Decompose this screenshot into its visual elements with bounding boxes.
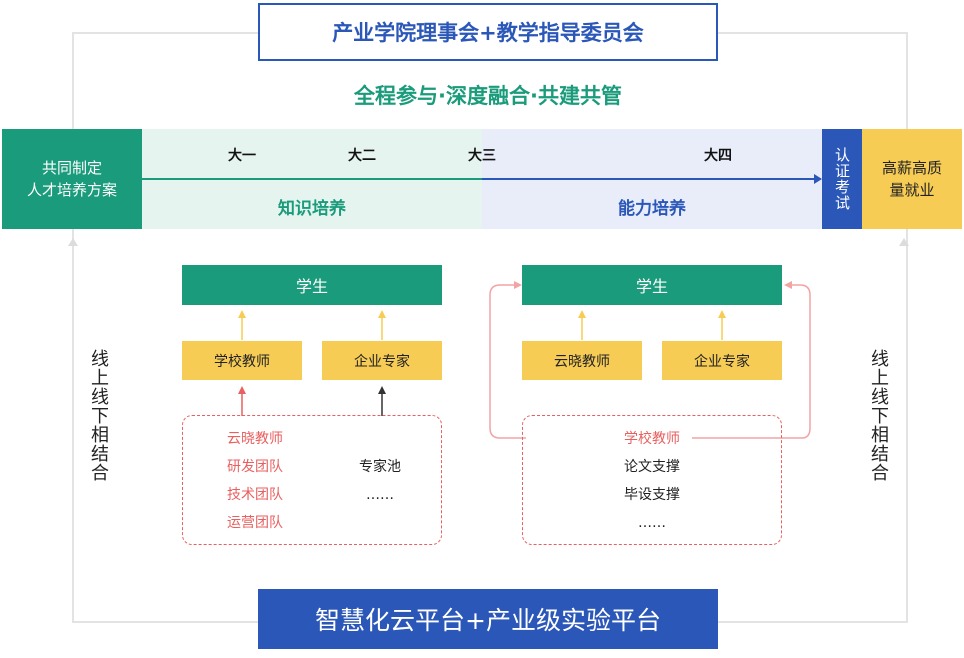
right-student-label: 学生 [635,277,668,296]
left-student-label: 学生 [295,277,328,296]
left-red-item: 研发团队 [227,459,283,475]
right-arrows-up [578,310,726,340]
left-student-box: 学生 [182,265,442,305]
stage-knowledge-label: 知识培养 [278,198,346,219]
committee-box: 产业学院理事会+教学指导委员会 [258,3,718,61]
right-list-item: 论文支撑 [624,459,680,475]
left-red-list: 云晓教师 研发团队 技术团队 运营团队 [200,425,310,537]
year-1-label: 大一 [228,148,256,164]
motto: 全程参与·深度融合·共建共管 [250,78,726,112]
side-label-left-text: 线上线下相结合 [88,348,109,482]
right-enterprise-expert-box: 企业专家 [662,341,782,380]
year-1: 大一 [212,144,272,166]
right-yunxiao-teacher-box: 云晓教师 [522,341,642,380]
left-red-item: 云晓教师 [227,431,283,447]
certification-label: 认证考试 [833,147,851,211]
left-school-teacher-box: 学校教师 [182,341,302,380]
left-school-teacher-label: 学校教师 [214,353,270,370]
year-3: 大三 [452,144,512,166]
year-2-label: 大二 [348,148,376,164]
left-resource-group [182,415,442,545]
year-2: 大二 [332,144,392,166]
right-list-item: …… [638,515,666,531]
plan-line-2: 人才培养方案 [26,181,117,199]
employment-line-1: 高薪高质 [881,159,942,177]
year-4: 大四 [688,144,748,166]
left-red-item: 技术团队 [227,487,283,503]
left-enterprise-expert-box: 企业专家 [322,341,442,380]
right-group-label: 学校教师 [612,426,692,450]
employment-box: 高薪高质 量就业 [862,129,962,229]
right-side-arrow [899,238,909,246]
right-resource-group [522,415,782,545]
platform-title: 智慧化云平台+产业级实验平台 [315,606,661,635]
plan-line-1: 共同制定 [41,159,102,177]
right-enterprise-expert-label: 企业专家 [694,353,750,370]
left-red-item: 运营团队 [227,515,283,531]
side-label-right: 线上线下相结合 [864,330,892,500]
left-dark-item: …… [366,487,394,503]
stage-ability: 能力培养 [482,190,822,222]
left-side-arrow [68,238,78,246]
platform-box: 智慧化云平台+产业级实验平台 [258,589,718,649]
year-4-label: 大四 [704,148,732,164]
employment-line-2: 量就业 [889,181,935,199]
right-item-list: 论文支撑 毕设支撑 …… [582,453,722,537]
left-arrows-up [238,310,386,340]
motto-text: 全程参与·深度融合·共建共管 [354,84,622,108]
right-loop-connectors [489,281,811,439]
stage-ability-label: 能力培养 [618,198,686,219]
left-dark-item: 专家池 [359,459,401,475]
right-yunxiao-teacher-label: 云晓教师 [554,353,610,370]
left-enterprise-expert-label: 企业专家 [354,353,410,370]
timeline-arrow [142,174,822,184]
stage-knowledge: 知识培养 [142,190,482,222]
side-label-right-text: 线上线下相结合 [868,348,889,482]
right-student-box: 学生 [522,265,782,305]
side-label-left: 线上线下相结合 [84,330,112,500]
committee-title: 产业学院理事会+教学指导委员会 [332,21,644,45]
right-group-label-text: 学校教师 [624,431,680,447]
plan-box: 共同制定 人才培养方案 [2,129,142,229]
left-arrows-source [238,386,386,416]
certification-box: 认证考试 [822,129,862,229]
year-3-label: 大三 [468,148,496,164]
right-list-item: 毕设支撑 [624,487,680,503]
left-dark-list: 专家池 …… [330,453,430,509]
